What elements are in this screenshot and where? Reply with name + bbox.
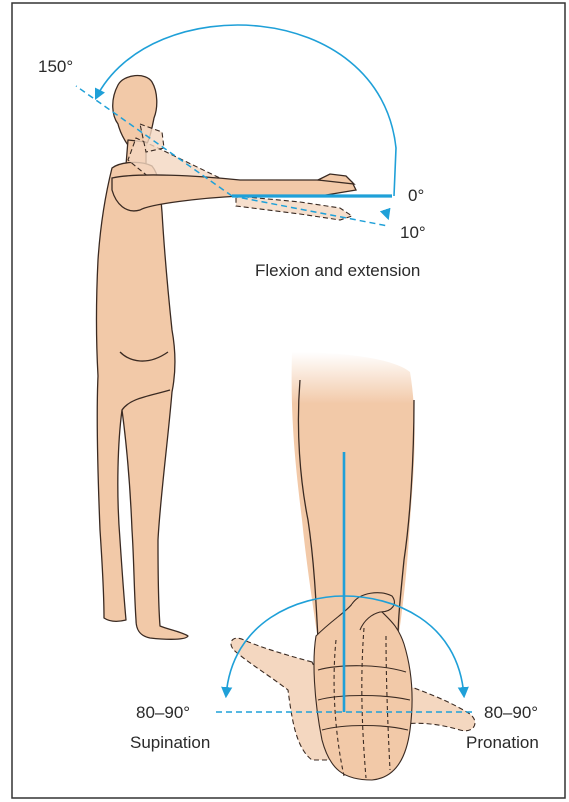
extension-arrow	[386, 212, 388, 218]
flexion-caption: Flexion and extension	[255, 261, 420, 280]
hand-rotation-positions	[231, 593, 475, 780]
rotation-measure	[216, 452, 472, 712]
pronation-label: Pronation	[466, 733, 539, 752]
angle-10-label: 10°	[400, 223, 426, 242]
supination-range-label: 80–90°	[136, 703, 190, 722]
angle-150-label: 150°	[38, 57, 73, 76]
supination-label: Supination	[130, 733, 210, 752]
pronation-range-label: 80–90°	[484, 703, 538, 722]
angle-0-label: 0°	[408, 186, 424, 205]
